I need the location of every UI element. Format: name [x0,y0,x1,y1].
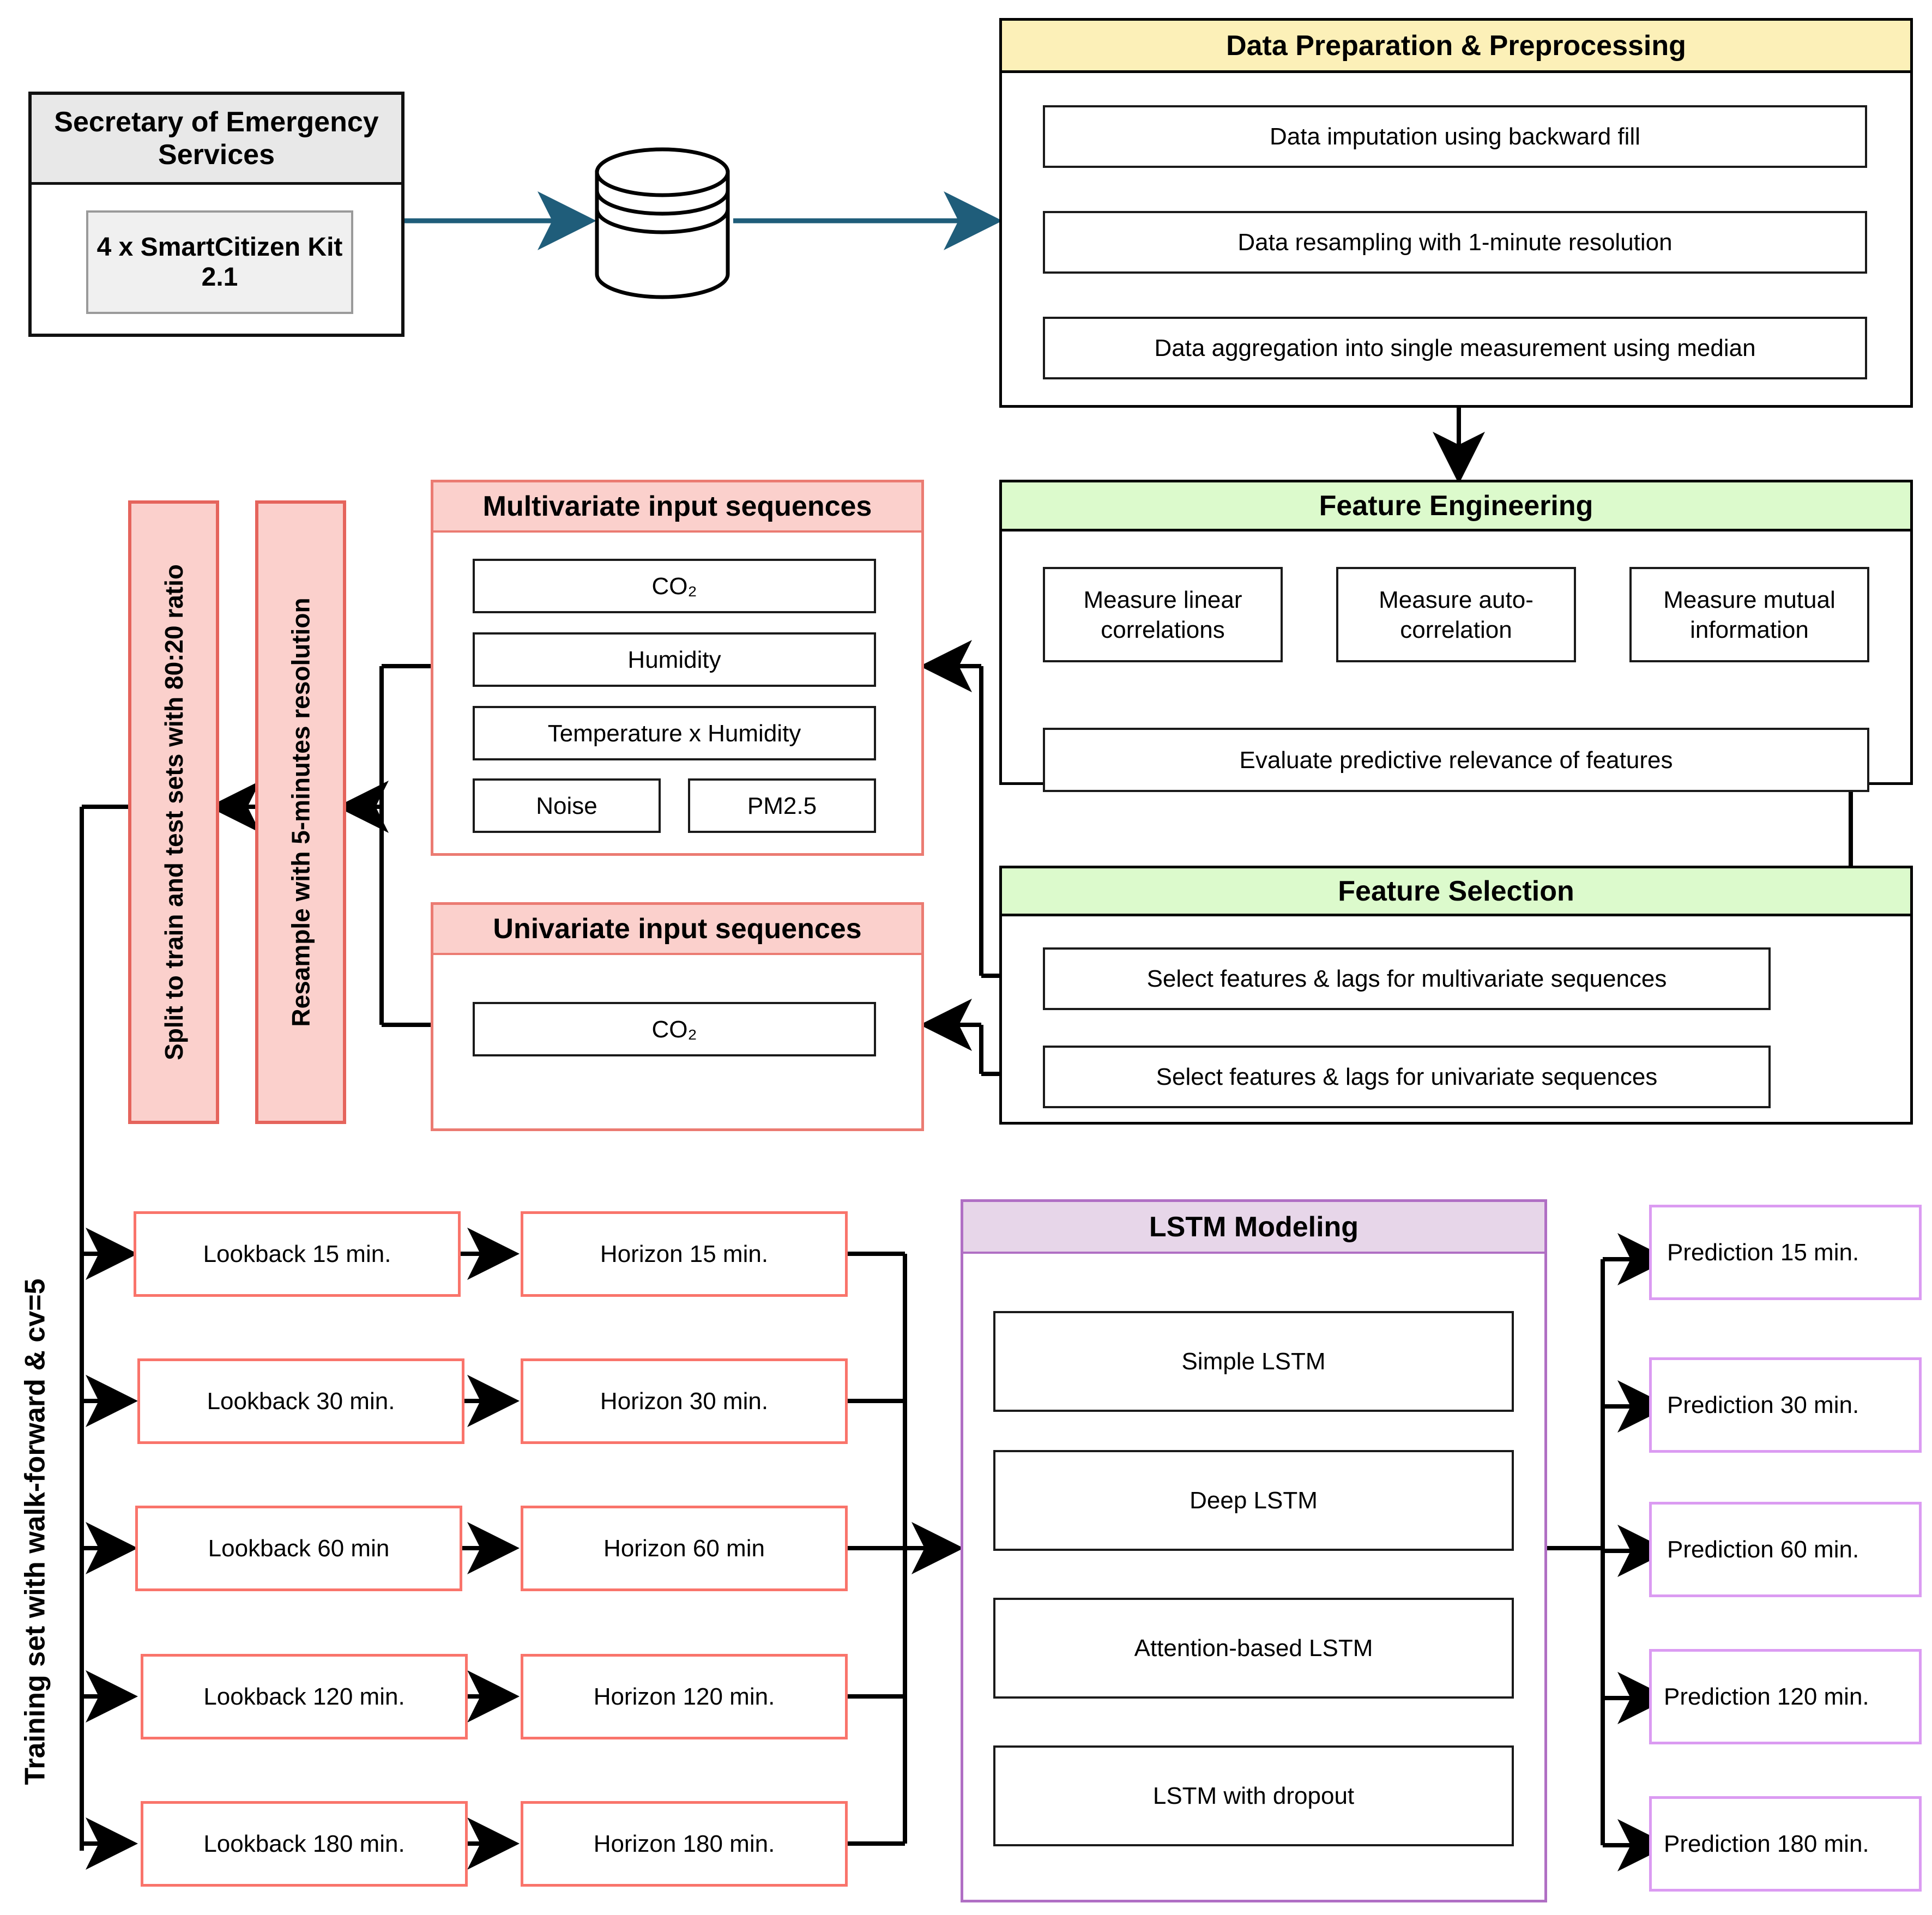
prep-step-1: Data imputation using backward fill [1043,105,1867,168]
prep-step-1-label: Data imputation using backward fill [1270,123,1640,150]
data-preparation-header: Data Preparation & Preprocessing [1002,21,1910,73]
horizon-box-120: Horizon 120 min. [521,1654,848,1739]
lstm-model-attention-label: Attention-based LSTM [1134,1635,1373,1662]
lookback-box-60-label: Lookback 60 min [208,1535,390,1562]
univariate-header: Univariate input sequences [433,905,921,955]
feature-selection-group: Feature Selection Select features & lags… [999,866,1913,1125]
prediction-box-180-label: Prediction 180 min. [1664,1831,1869,1857]
uv-feature-co2: CO₂ [473,1002,876,1056]
prep-step-2-label: Data resampling with 1-minute resolution [1237,229,1673,256]
feature-selection-title: Feature Selection [1338,875,1574,907]
fs-univariate-label: Select features & lags for univariate se… [1156,1064,1658,1090]
lookback-box-60: Lookback 60 min [135,1506,462,1591]
horizon-box-60-label: Horizon 60 min [603,1535,765,1562]
multivariate-header: Multivariate input sequences [433,482,921,533]
lookback-box-15-label: Lookback 15 min. [203,1241,391,1267]
horizon-box-60: Horizon 60 min [521,1506,848,1591]
fe-measure-2-label: Measure auto-correlation [1379,586,1533,643]
horizon-box-30-label: Horizon 30 min. [600,1388,769,1415]
mv-feature-noise: Noise [473,778,661,833]
horizon-box-180-label: Horizon 180 min. [593,1831,775,1857]
lookback-box-15: Lookback 15 min. [134,1211,461,1297]
data-source-title: Secretary of Emergency Services [54,106,379,171]
mv-feature-temp-humidity: Temperature x Humidity [473,706,876,760]
multivariate-group: Multivariate input sequences CO₂ Humidit… [431,480,924,856]
mv-feature-temp-humidity-label: Temperature x Humidity [547,720,801,747]
fe-measure-3-label: Measure mutual information [1663,586,1836,643]
fe-measure-1-label: Measure linear correlations [1083,586,1242,643]
horizon-box-120-label: Horizon 120 min. [593,1683,775,1710]
lstm-model-simple-label: Simple LSTM [1181,1348,1326,1375]
prediction-box-15-label: Prediction 15 min. [1667,1239,1859,1266]
lstm-model-dropout-label: LSTM with dropout [1152,1783,1355,1809]
feature-engineering-header: Feature Engineering [1002,482,1910,531]
prediction-box-60-label: Prediction 60 min. [1667,1536,1859,1563]
uv-feature-co2-label: CO₂ [651,1016,697,1043]
multivariate-title: Multivariate input sequences [482,491,872,522]
fs-multivariate: Select features & lags for multivariate … [1043,947,1771,1010]
prep-step-3-label: Data aggregation into single measurement… [1154,335,1756,361]
fe-evaluate-label: Evaluate predictive relevance of feature… [1239,746,1673,774]
training-set-label: Training set with walk-forward & cv=5 [20,1278,51,1785]
horizon-box-15-label: Horizon 15 min. [600,1241,769,1267]
lookback-box-30-label: Lookback 30 min. [207,1388,395,1415]
lookback-box-180: Lookback 180 min. [141,1801,468,1887]
feature-engineering-group: Feature Engineering Measure linear corre… [999,480,1913,792]
lookback-box-30: Lookback 30 min. [137,1358,464,1444]
lstm-model-deep-label: Deep LSTM [1190,1487,1318,1514]
training-set-label-wrap: Training set with walk-forward & cv=5 [5,1199,65,1864]
fs-univariate: Select features & lags for univariate se… [1043,1046,1771,1108]
database-cylinder-icon [591,141,733,304]
sensor-kit-label: 4 x SmartCitizen Kit 2.1 [96,233,343,292]
mv-feature-pm25: PM2.5 [688,778,876,833]
lstm-modeling-header: LSTM Modeling [963,1202,1544,1254]
mv-feature-humidity: Humidity [473,632,876,687]
univariate-group: Univariate input sequences CO₂ [431,902,924,1131]
data-preparation-title: Data Preparation & Preprocessing [1226,29,1686,62]
data-preparation-group: Data Preparation & Preprocessing Data im… [999,18,1913,408]
lstm-model-deep: Deep LSTM [993,1450,1514,1551]
horizon-box-30: Horizon 30 min. [521,1358,848,1444]
univariate-title: Univariate input sequences [493,913,862,945]
horizon-box-180: Horizon 180 min. [521,1801,848,1887]
prediction-box-15: Prediction 15 min. [1649,1205,1922,1300]
mv-feature-co2-label: CO₂ [651,572,697,600]
feature-engineering-title: Feature Engineering [1319,490,1593,522]
horizon-box-15: Horizon 15 min. [521,1211,848,1297]
prediction-box-60: Prediction 60 min. [1649,1502,1922,1597]
lookback-box-120: Lookback 120 min. [141,1654,468,1739]
feature-selection-header: Feature Selection [1002,868,1910,916]
lstm-modeling-group: LSTM Modeling Simple LSTM Deep LSTM Atte… [961,1199,1547,1902]
prediction-box-120-label: Prediction 120 min. [1664,1683,1869,1710]
fs-multivariate-label: Select features & lags for multivariate … [1146,965,1667,992]
fe-evaluate: Evaluate predictive relevance of feature… [1043,728,1869,792]
mv-feature-humidity-label: Humidity [627,646,721,673]
resample-box: Resample with 5-minutes resolution [255,500,346,1124]
data-source-block: Secretary of Emergency Services 4 x Smar… [28,92,404,337]
lstm-modeling-title: LSTM Modeling [1149,1211,1359,1243]
lstm-model-attention: Attention-based LSTM [993,1598,1514,1699]
lookback-box-120-label: Lookback 120 min. [203,1683,405,1710]
prep-step-2: Data resampling with 1-minute resolution [1043,211,1867,274]
sensor-kit-box: 4 x SmartCitizen Kit 2.1 [86,210,353,314]
split-train-test-box: Split to train and test sets with 80:20 … [128,500,219,1124]
lookback-box-180-label: Lookback 180 min. [203,1831,405,1857]
lstm-model-simple: Simple LSTM [993,1311,1514,1412]
data-source-header: Secretary of Emergency Services [32,95,401,185]
mv-feature-noise-label: Noise [536,792,597,819]
prediction-box-120: Prediction 120 min. [1649,1649,1922,1744]
fe-measure-3: Measure mutual information [1629,567,1869,662]
lstm-model-dropout: LSTM with dropout [993,1745,1514,1846]
mv-feature-co2: CO₂ [473,559,876,613]
prep-step-3: Data aggregation into single measurement… [1043,317,1867,379]
fe-measure-2: Measure auto-correlation [1336,567,1576,662]
resample-label: Resample with 5-minutes resolution [286,597,315,1027]
prediction-box-30-label: Prediction 30 min. [1667,1392,1859,1418]
prediction-box-180: Prediction 180 min. [1649,1796,1922,1892]
mv-feature-pm25-label: PM2.5 [747,792,817,819]
fe-measure-1: Measure linear correlations [1043,567,1283,662]
prediction-box-30: Prediction 30 min. [1649,1357,1922,1453]
split-train-test-label: Split to train and test sets with 80:20 … [159,564,188,1060]
